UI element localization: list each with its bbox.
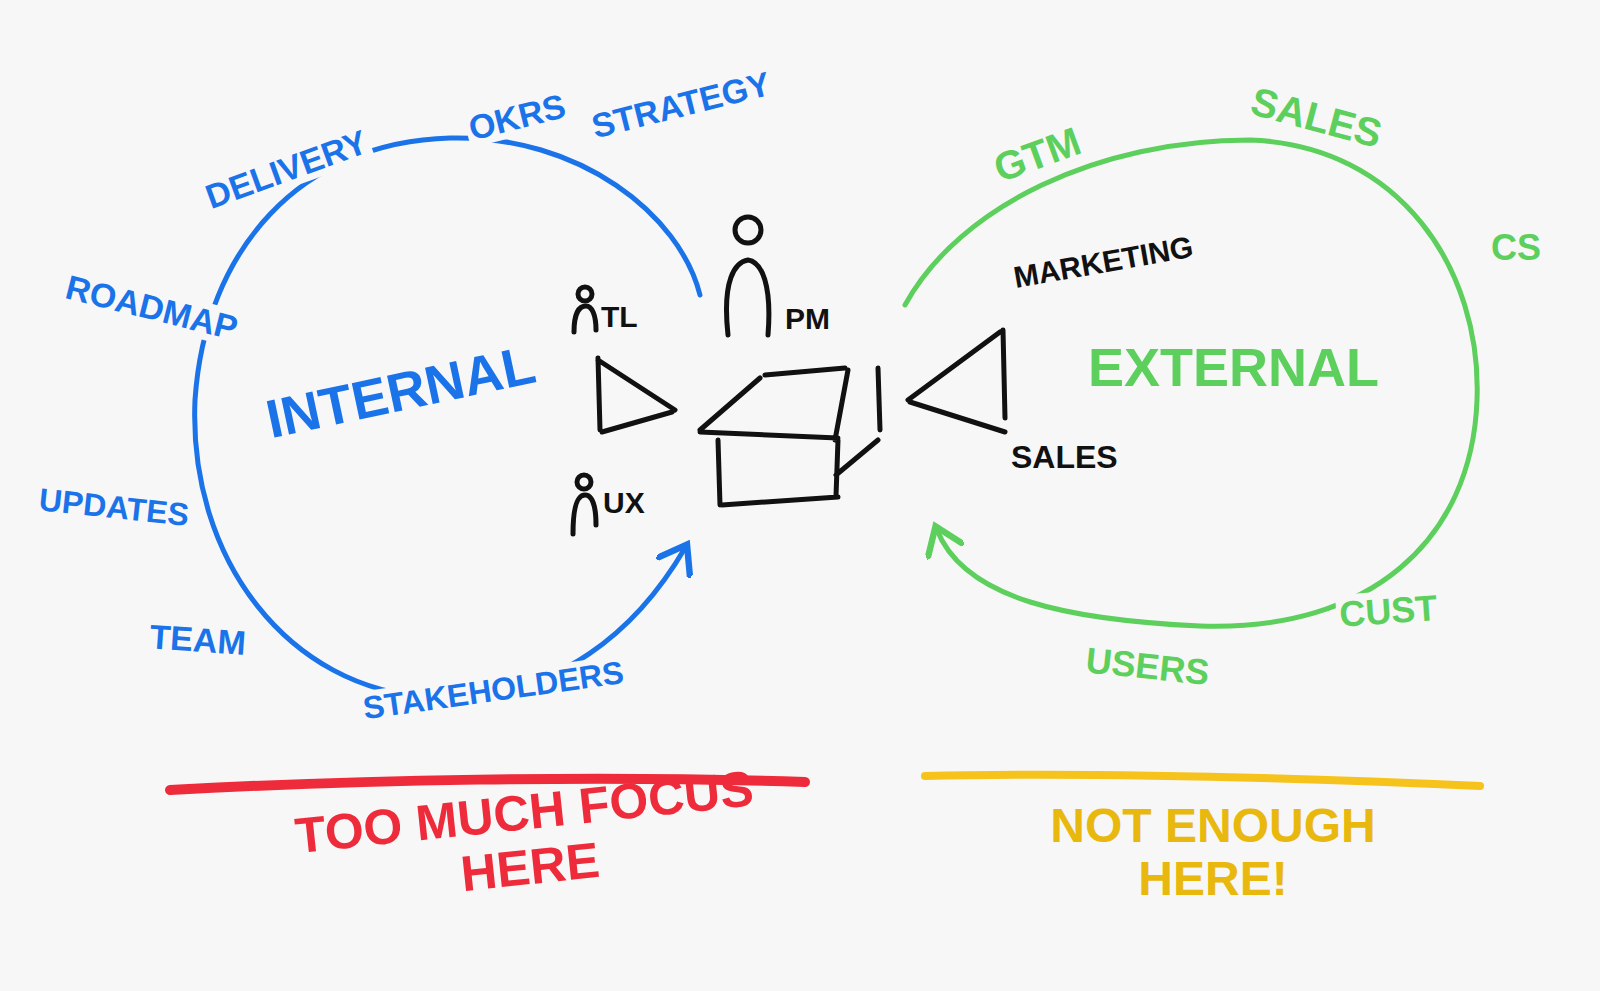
role-label: SALES — [1008, 440, 1121, 475]
loop-label: TEAM — [145, 618, 250, 662]
loop-label: GTM — [985, 118, 1089, 192]
loop-label: STRATEGY — [585, 64, 777, 146]
role-label: MARKETING — [1008, 229, 1199, 294]
yellow-underline — [925, 775, 1480, 786]
loop-label: USERS — [1081, 640, 1214, 693]
loop-label: STAKEHOLDERS — [358, 655, 629, 727]
internal-loop — [195, 138, 700, 697]
loop-label: UPDATES — [34, 482, 193, 533]
region-title: EXTERNAL — [1085, 338, 1382, 397]
loop-label: DELIVERY — [198, 122, 375, 217]
loop-label: ROADMAP — [59, 268, 244, 348]
note-text: NOT ENOUGH HERE! — [1000, 800, 1426, 906]
external-loop — [905, 140, 1477, 626]
role-label: UX — [600, 486, 648, 519]
loop-label: CS — [1488, 228, 1544, 268]
loop-label: SALES — [1244, 78, 1390, 157]
role-label: PM — [782, 302, 833, 335]
people-and-laptop — [573, 217, 1005, 534]
loop-label: CUST — [1335, 588, 1442, 635]
region-title: INTERNAL — [258, 334, 543, 450]
loop-label: OKRS — [462, 87, 572, 148]
role-label: TL — [598, 300, 641, 333]
